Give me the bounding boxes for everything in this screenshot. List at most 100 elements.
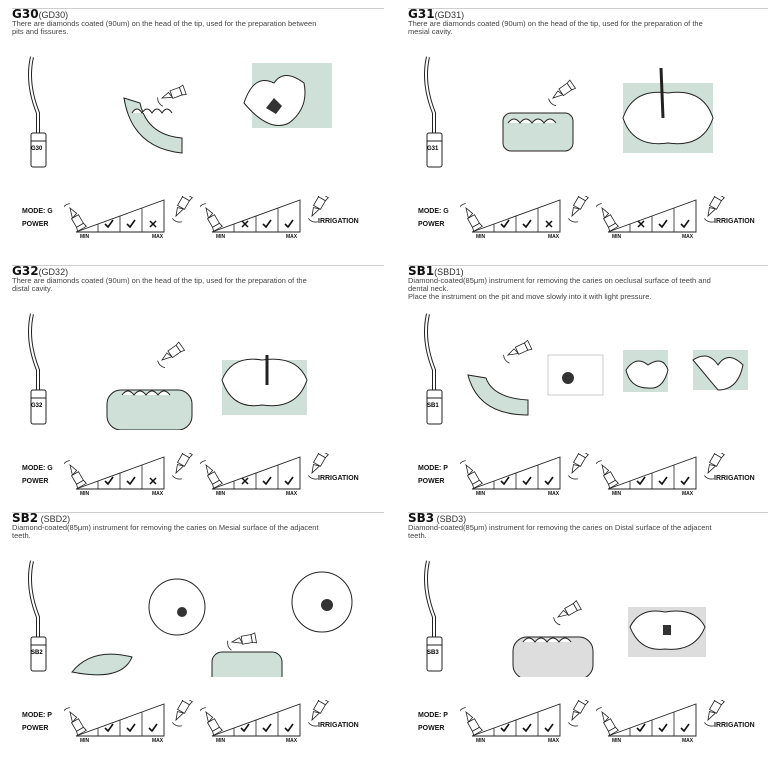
- tip-illustration: [28, 313, 47, 425]
- irrigation-scale: [596, 453, 725, 490]
- tip-subcode: (GD32): [38, 267, 69, 277]
- mode-label: MODE: G: [418, 208, 449, 215]
- scene: [502, 67, 714, 153]
- irrigation-scale: [200, 700, 329, 737]
- tip-subcode: (SBD3): [434, 514, 467, 524]
- check-icon: [522, 476, 532, 486]
- tip-code: G31: [408, 7, 435, 21]
- x-icon: [149, 477, 157, 485]
- settings-row: MODE: P POWER MIN MAX MIN MAX IRRIGATION: [12, 700, 372, 744]
- check-icon: [126, 219, 136, 229]
- x-icon: [637, 220, 645, 228]
- section-divider: [12, 8, 384, 9]
- tip-label: SB3: [427, 650, 439, 656]
- tip-code: SB2: [12, 511, 39, 525]
- tip-panel: G31(GD31) There are diamonds coated (90u…: [408, 8, 768, 258]
- irrigation-label: IRRIGATION: [318, 722, 359, 729]
- procedure-illustration: SB3: [424, 560, 706, 677]
- power-max-label: MAX: [152, 738, 164, 744]
- check-icon: [522, 723, 532, 733]
- irrigation-label: IRRIGATION: [714, 722, 755, 729]
- power-label: POWER: [418, 725, 445, 732]
- description-line: There are diamonds coated (90um) on the …: [408, 19, 703, 28]
- check-icon: [680, 723, 690, 733]
- check-icon: [500, 723, 510, 733]
- power-label: POWER: [22, 221, 49, 228]
- tip-label: G30: [31, 146, 43, 152]
- power-max-label: MAX: [152, 234, 164, 240]
- power-max-label: MAX: [548, 738, 560, 744]
- power-label: POWER: [418, 221, 445, 228]
- panel-header: SB3 (SBD3) Diamond-coated(85μm) instrume…: [408, 511, 760, 540]
- irrigation-min-label: MIN: [216, 234, 226, 240]
- power-max-label: MAX: [548, 234, 560, 240]
- check-icon: [658, 476, 668, 486]
- description-line: Diamond-coated(85μm) instrument for remo…: [408, 523, 712, 532]
- irrigation-min-label: MIN: [612, 738, 622, 744]
- procedure-illustration: G31: [424, 56, 714, 168]
- check-icon: [104, 219, 114, 229]
- tip-panel: SB2 (SBD2) Diamond-coated(85μm) instrume…: [12, 511, 384, 762]
- power-min-label: MIN: [476, 738, 486, 744]
- description-line: Place the instrument on the pit and move…: [408, 292, 652, 301]
- procedure-illustration: G30: [28, 56, 332, 168]
- check-icon: [126, 723, 136, 733]
- check-icon: [104, 723, 114, 733]
- tip-code: G32: [12, 264, 39, 278]
- x-icon: [241, 220, 249, 228]
- description-line: teeth.: [12, 531, 31, 540]
- x-icon: [149, 220, 157, 228]
- tip-code: SB3: [408, 511, 435, 525]
- description-line: teeth.: [408, 531, 427, 540]
- mode-label: MODE: P: [418, 465, 448, 472]
- tip-panel: G32(GD32) There are diamonds coated (90u…: [12, 264, 384, 515]
- scene: [123, 63, 332, 154]
- irrigation-max-label: MAX: [682, 491, 694, 497]
- irrigation-label: IRRIGATION: [318, 475, 359, 482]
- mode-label: MODE: P: [22, 712, 52, 719]
- irrigation-label: IRRIGATION: [318, 218, 359, 225]
- section-divider: [12, 512, 384, 513]
- power-scale: [64, 453, 193, 490]
- scene: [106, 341, 308, 430]
- check-icon: [636, 476, 646, 486]
- tip-subcode: (SBD2): [38, 514, 71, 524]
- tip-subcode: (GD30): [38, 10, 69, 20]
- irrigation-min-label: MIN: [216, 738, 226, 744]
- mode-label: MODE: G: [22, 465, 53, 472]
- power-scale: [64, 196, 193, 233]
- check-icon: [284, 723, 294, 733]
- check-icon: [658, 723, 668, 733]
- check-icon: [284, 219, 294, 229]
- check-icon: [262, 723, 272, 733]
- panel-header: SB2 (SBD2) Diamond-coated(85μm) instrume…: [12, 511, 364, 540]
- power-min-label: MIN: [80, 738, 90, 744]
- section-divider: [408, 265, 768, 266]
- irrigation-scale: [596, 196, 725, 233]
- tip-illustration: [28, 560, 47, 672]
- x-icon: [241, 477, 249, 485]
- power-scale: [460, 700, 589, 737]
- procedure-illustration: SB1: [424, 313, 748, 425]
- tip-illustration: [28, 56, 47, 168]
- x-icon: [545, 220, 553, 228]
- tip-illustration: [424, 560, 443, 672]
- tip-panel: SB3 (SBD3) Diamond-coated(85μm) instrume…: [408, 512, 768, 762]
- description-line: Diamond-coated(85μm) instrument for remo…: [12, 523, 319, 532]
- tip-panel: SB1 (SBD1) Diamond-coated(85μm) instrumen…: [408, 265, 768, 515]
- settings-row: MODE: P POWER MIN MAX MIN MAX IRRIGATION: [408, 700, 768, 744]
- tip-label: G32: [31, 403, 43, 409]
- tip-subcode: (SBD1): [434, 267, 464, 277]
- settings-row: MODE: G POWER MIN MAX MIN MAX IRRIGATION: [408, 196, 768, 240]
- power-label: POWER: [418, 478, 445, 485]
- irrigation-max-label: MAX: [682, 738, 694, 744]
- procedure-illustration: SB2: [28, 560, 353, 677]
- tip-illustration: [424, 56, 443, 168]
- check-icon: [126, 476, 136, 486]
- description-line: Diamond-coated(85μm) instrument for remo…: [408, 276, 711, 285]
- description-line: dental neck.: [408, 284, 449, 293]
- irrigation-min-label: MIN: [612, 491, 622, 497]
- irrigation-min-label: MIN: [612, 234, 622, 240]
- power-min-label: MIN: [476, 491, 486, 497]
- irrigation-max-label: MAX: [286, 738, 298, 744]
